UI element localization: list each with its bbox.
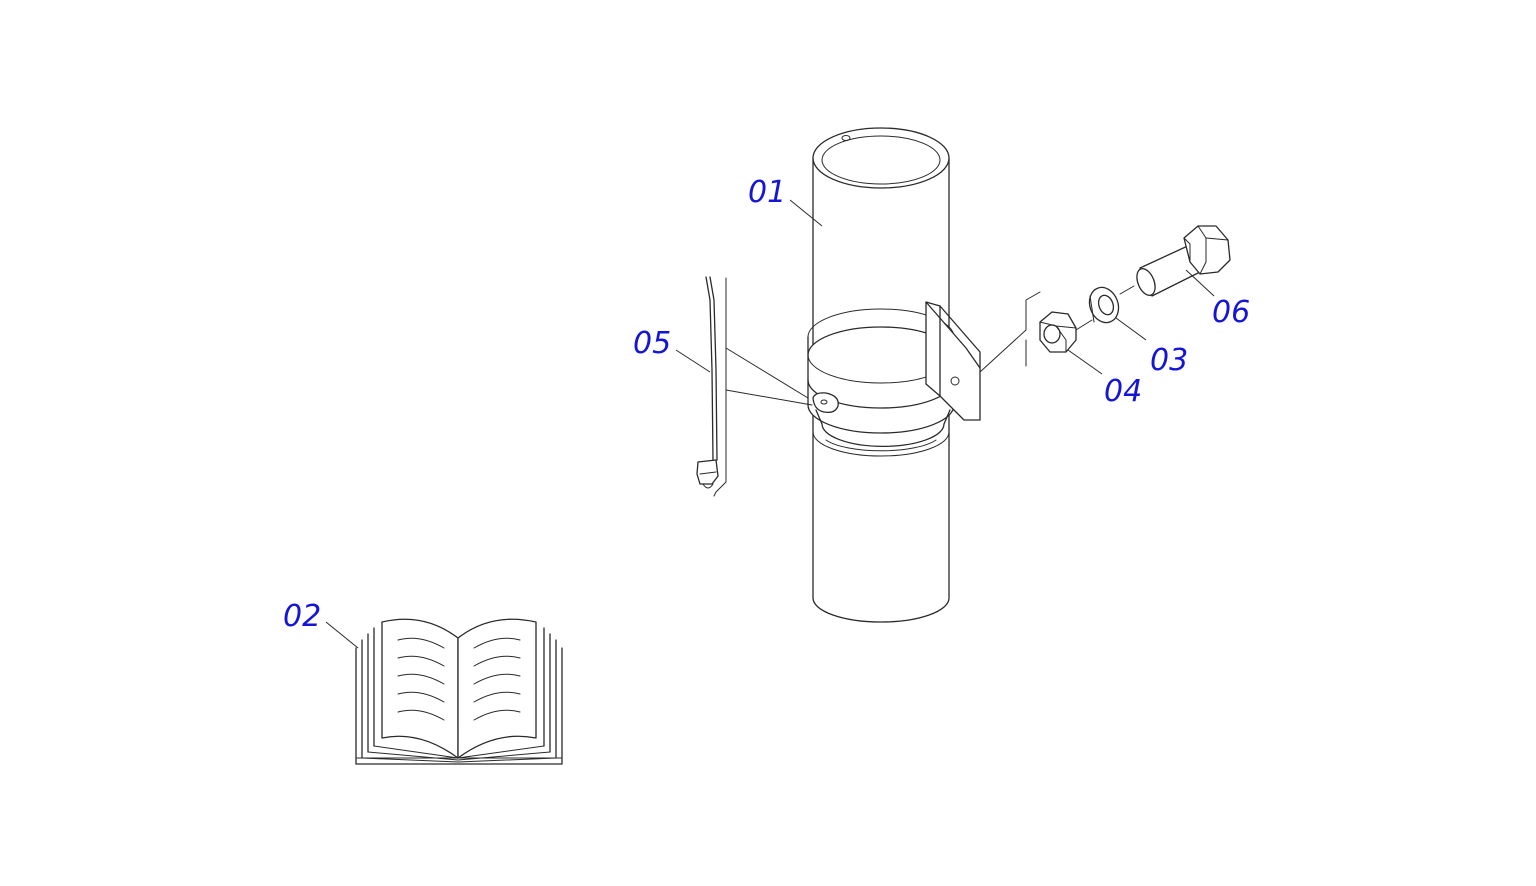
part-06-hex-bolt [1136, 225, 1231, 297]
callout-02: 02 [283, 599, 321, 634]
leader-02 [325, 621, 359, 649]
part-04-hex-nut [1039, 311, 1077, 353]
part-02-manual-book [355, 618, 563, 765]
part-05-cable-tie [696, 276, 813, 497]
leader-01 [789, 199, 823, 227]
assembly-axis-line-2 [1119, 285, 1135, 295]
clamp-ring [807, 301, 981, 448]
callout-01: 01 [748, 175, 786, 210]
leader-06 [1185, 269, 1215, 297]
callout-labels: 01 02 03 04 05 06 [283, 175, 1250, 634]
callout-06: 06 [1212, 295, 1250, 330]
leader-05 [675, 349, 711, 373]
assembly-axis-line [1075, 319, 1093, 331]
callout-03: 03 [1150, 343, 1188, 378]
break-lines [979, 291, 1041, 373]
leader-03 [1115, 317, 1147, 341]
part-03-washer [1088, 286, 1120, 324]
callout-04: 04 [1104, 374, 1142, 409]
leader-04 [1067, 349, 1103, 375]
callout-05: 05 [633, 326, 671, 361]
leader-lines [325, 199, 1215, 649]
